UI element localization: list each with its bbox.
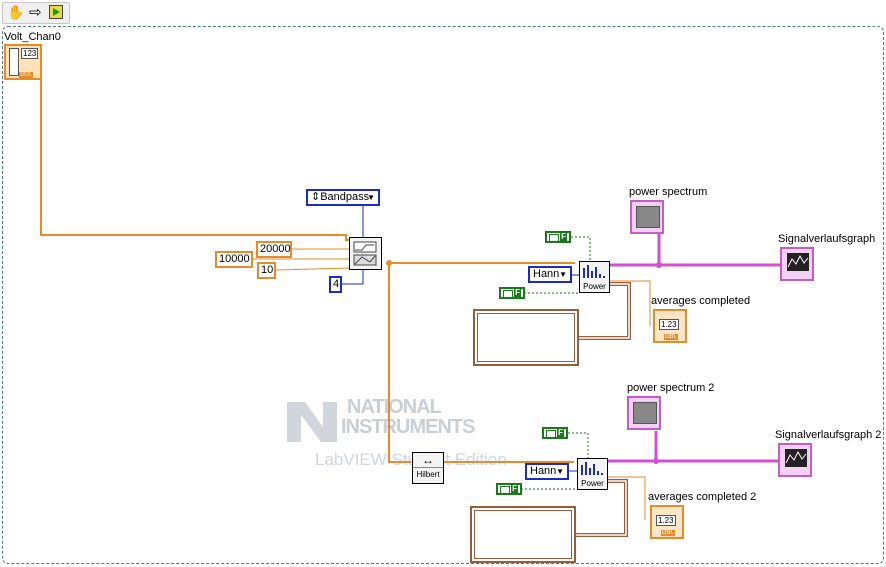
power-spectrum-label: power spectrum [629,186,708,198]
filter-icon [353,241,377,266]
const-20000[interactable]: 20000 [256,241,292,258]
cluster-icon [633,402,657,424]
waveform-graph-icon [787,253,809,271]
ni-watermark: NATIONAL INSTRUMENTS LabVIEW Student Edi… [285,395,615,475]
window-1-value: Hann [533,268,560,280]
averages-completed-2-label: averages completed 2 [648,491,757,503]
ni-eagle-icon [287,402,337,442]
hand-icon[interactable]: ✋ [7,4,25,20]
window-2-value: Hann [530,465,557,477]
averages-value: 1.23 [659,319,679,330]
watermark-instruments: INSTRUMENTS [341,416,475,438]
filter-type-value: Bandpass [320,191,370,203]
const-10000[interactable]: 10000 [215,251,253,268]
hilbert-label: Hilbert [416,470,440,479]
cluster-icon [636,206,660,228]
filter-type-enum[interactable]: ⇕Bandpass ▼ [306,189,380,206]
chevron-down-icon: ▼ [559,270,567,279]
array-icon [9,48,19,76]
const-4[interactable]: 4 [329,276,342,293]
const-10[interactable]: 10 [257,262,276,279]
averages-2-value: 1.23 [656,515,676,526]
signalverlaufsgraph-2-label: Signalverlaufsgraph 2 [775,429,882,441]
volt-chan0-value: 123 [21,48,39,59]
hilbert-arrows-icon: ↔ [413,453,443,468]
power-1-label: Power [583,282,606,291]
averages-completed-indicator[interactable]: 1.23 DBL [653,309,687,343]
toolbar: ✋ ⇨ [2,2,70,24]
volt-chan0-label: Volt_Chan0 [4,31,61,43]
window-enum-1[interactable]: Hann ▼ [528,266,572,283]
waveform-graph-icon [785,449,807,467]
increment-icon: ⇕ [311,191,321,203]
power-spectrum-2-label: power spectrum 2 [627,382,715,394]
run-icon[interactable] [49,5,63,19]
spectrum-icon [583,265,605,278]
bool-const-1[interactable]: F [545,231,571,243]
filter-vi[interactable] [349,237,382,270]
watermark-edition: LabVIEW Student Edition [315,450,507,469]
hilbert-vi[interactable]: ↔ Hilbert [412,452,444,484]
bool-const-4[interactable]: F [496,483,522,495]
watermark-national: NATIONAL [347,396,442,418]
power-spectrum-vi-1[interactable]: Power [579,261,610,293]
power-spectrum-indicator[interactable] [630,200,664,234]
volt-chan0-type: SGL [19,72,34,78]
spectrum-icon [581,462,603,475]
power-2-label: Power [581,479,604,488]
averages-completed-label: averages completed [651,295,751,307]
signalverlaufsgraph-label: Signalverlaufsgraph [778,233,876,245]
averages-completed-2-indicator[interactable]: 1.23 DBL [650,505,684,539]
power-spectrum-vi-2[interactable]: Power [577,458,608,490]
while-loop [2,26,884,564]
averages-type: DBL [664,334,678,340]
power-spectrum-2-indicator[interactable] [627,396,661,430]
chevron-down-icon: ▼ [556,467,564,476]
bool-const-3[interactable]: F [542,427,568,439]
window-enum-2[interactable]: Hann ▼ [525,463,569,480]
averages-2-type: DBL [661,530,675,536]
signalverlaufsgraph-indicator[interactable] [780,247,814,281]
string-control-1[interactable] [473,309,579,366]
chevron-down-icon: ▼ [367,193,375,202]
string-control-2[interactable] [470,506,576,563]
arrow-right-icon[interactable]: ⇨ [29,4,42,21]
signalverlaufsgraph-2-indicator[interactable] [778,443,812,477]
volt-chan0-terminal[interactable]: 123 SGL [4,44,42,80]
bool-const-2[interactable]: F [499,287,525,299]
